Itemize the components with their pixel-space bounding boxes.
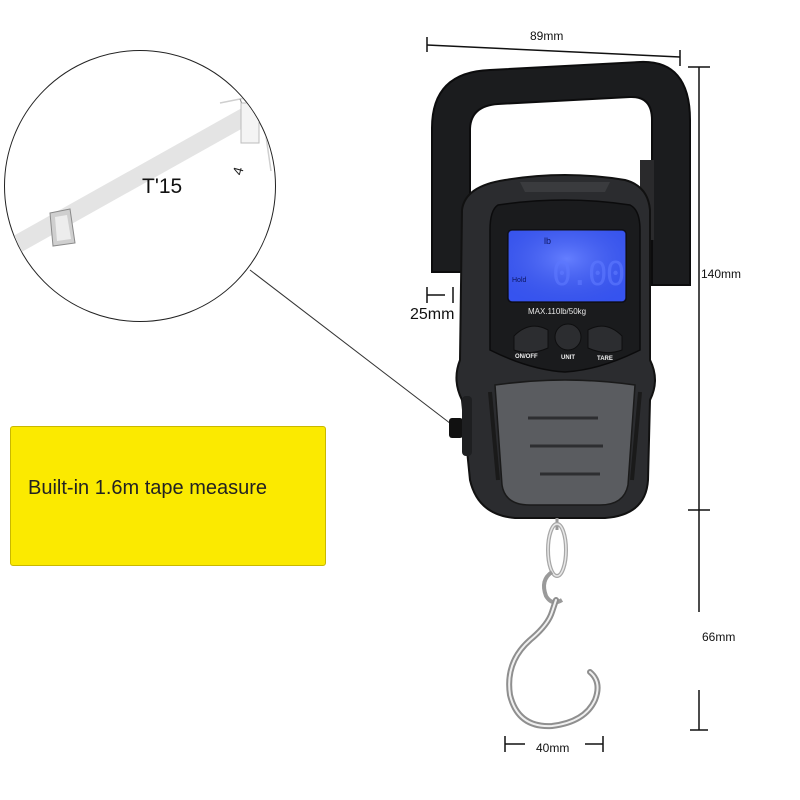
dimension-lines [426,37,710,752]
onoff-label: ON/OFF [515,354,538,360]
dimension-hook-width: 40mm [536,741,570,755]
tare-label: TARE [597,356,613,362]
body-top-ridge [520,182,610,192]
dimension-hook-height: 66mm [702,630,736,644]
scale-handle [431,60,691,286]
onoff-button [513,325,549,354]
caption-text: Built-in 1.6m tape measure [28,477,268,499]
tare-button [587,325,623,354]
tape-closeup-circle: T'15 4 [4,50,276,322]
unit-label: UNIT [561,355,575,361]
tape-exit-slot [449,418,463,438]
lcd-hold-indicator: Hold [512,277,527,284]
caption-box: Built-in 1.6m tape measure [10,426,326,566]
tape-label-text: T'15 [142,175,183,198]
hook [506,597,601,730]
max-capacity-label: MAX.110lb/50kg [528,307,587,316]
dimension-height-right: 140mm [701,267,742,281]
lcd-reading: 0.00 [552,254,625,293]
dimension-width-top: 89mm [530,29,564,43]
callout-leader-line [249,269,456,428]
dimension-tape-depth: 25mm [408,306,457,324]
lcd-unit: lb [544,236,552,246]
grip-panel [494,379,636,506]
tape-housing [462,396,472,456]
unit-button [554,323,582,351]
grip-edges [488,391,642,481]
